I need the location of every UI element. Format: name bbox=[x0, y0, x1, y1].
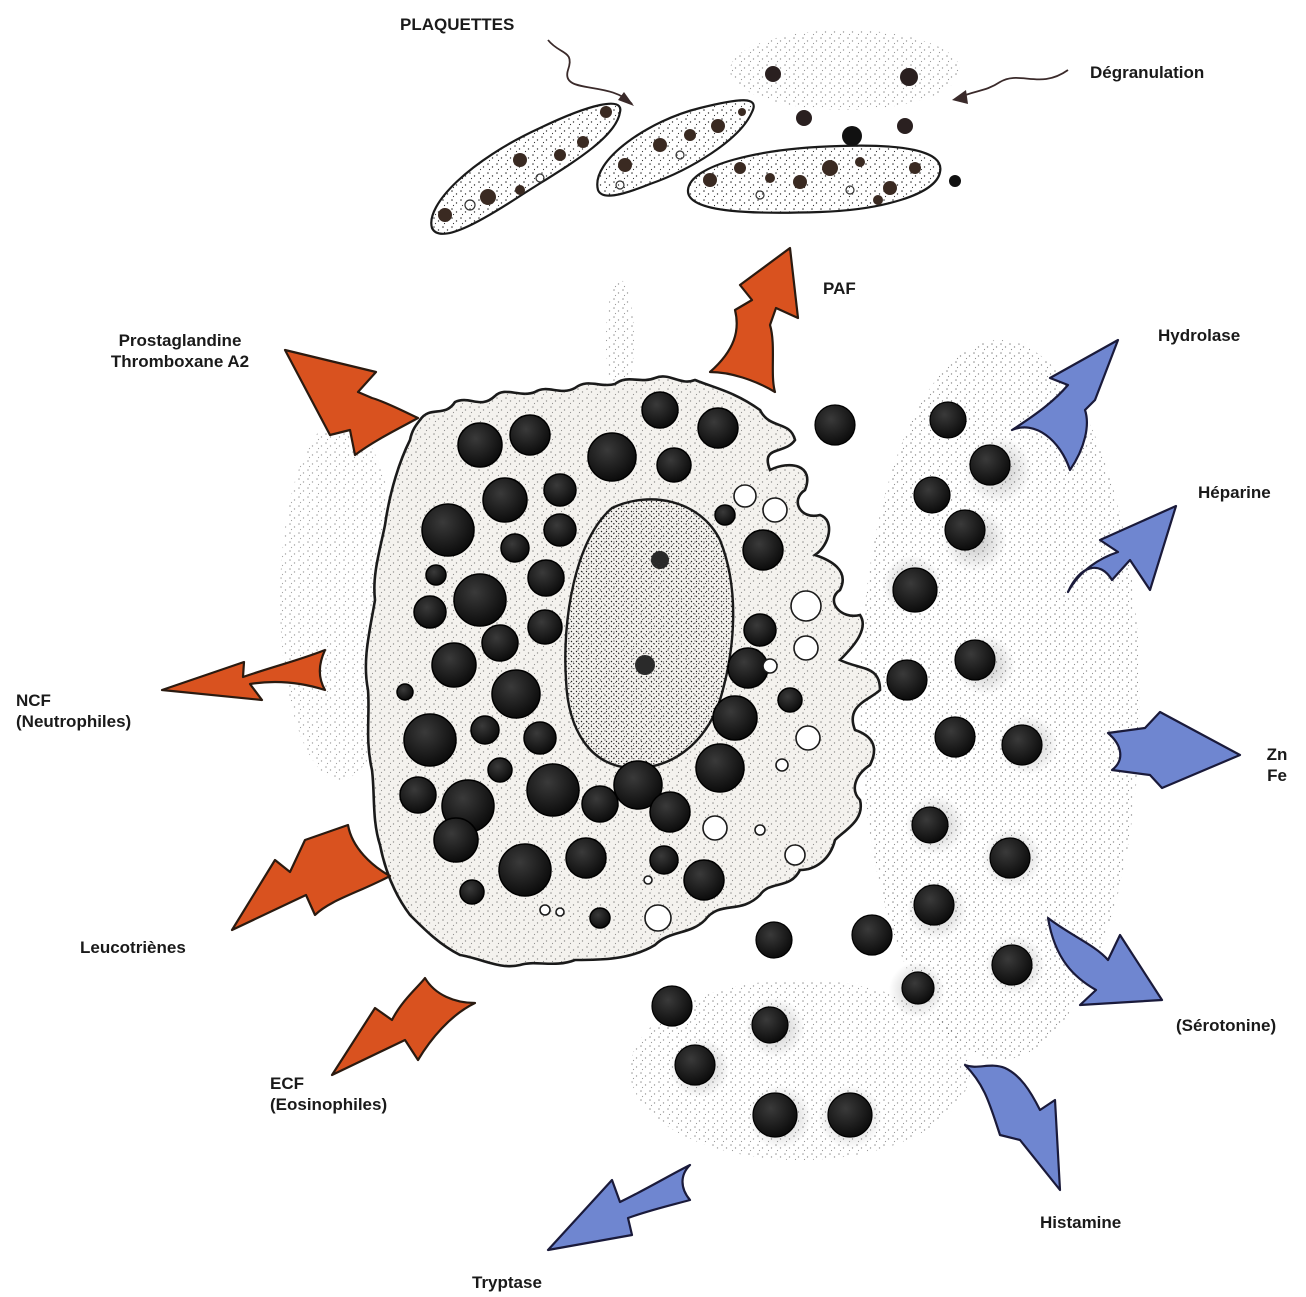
nucleus bbox=[565, 499, 733, 768]
label-prostaglandine-thromboxane: Prostaglandine Thromboxane A2 bbox=[80, 330, 280, 372]
label-hydrolase: Hydrolase bbox=[1158, 325, 1240, 346]
label-serotonine: (Sérotonine) bbox=[1176, 1015, 1276, 1036]
label-fe: Fe bbox=[1262, 765, 1292, 786]
label-ncf-neutrophiles: NCF (Neutrophiles) bbox=[16, 690, 131, 732]
ecf-arrow bbox=[332, 978, 475, 1075]
label-histamine: Histamine bbox=[1040, 1212, 1121, 1233]
label-thromboxane: Thromboxane A2 bbox=[80, 351, 280, 372]
plaquettes-pointer bbox=[548, 40, 632, 104]
label-zn: Zn bbox=[1262, 744, 1292, 765]
leucotrienes-arrow bbox=[232, 825, 390, 930]
label-degranulation: Dégranulation bbox=[1090, 62, 1204, 83]
label-ncf: NCF bbox=[16, 690, 131, 711]
mast-cell bbox=[366, 376, 880, 966]
label-zn-fe: Zn Fe bbox=[1262, 744, 1292, 786]
label-ecf: ECF bbox=[270, 1073, 387, 1094]
paf-arrow bbox=[710, 248, 798, 392]
label-neutrophiles: (Neutrophiles) bbox=[16, 711, 131, 732]
label-tryptase: Tryptase bbox=[472, 1272, 542, 1293]
label-plaquettes: PLAQUETTES bbox=[400, 14, 514, 35]
tryptase-arrow bbox=[548, 1165, 690, 1250]
label-ecf-eosinophiles: ECF (Eosinophiles) bbox=[270, 1073, 387, 1115]
label-prostaglandine: Prostaglandine bbox=[80, 330, 280, 351]
platelet bbox=[688, 146, 940, 213]
platelet bbox=[431, 104, 620, 234]
label-heparine: Héparine bbox=[1198, 482, 1271, 503]
label-eosinophiles: (Eosinophiles) bbox=[270, 1094, 387, 1115]
label-paf: PAF bbox=[823, 278, 856, 299]
degranulation-pointer bbox=[958, 70, 1068, 98]
label-leucotrienes: Leucotriènes bbox=[80, 937, 186, 958]
histamine-arrow bbox=[965, 1065, 1060, 1190]
prostaglandine-arrow bbox=[285, 350, 418, 455]
